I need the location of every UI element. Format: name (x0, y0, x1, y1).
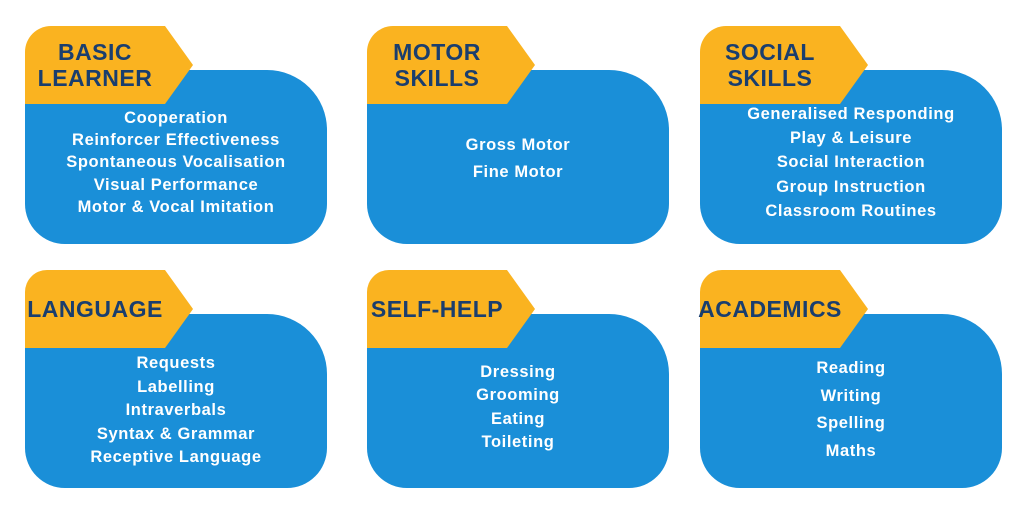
list-item: Gross Motor (465, 136, 571, 154)
card-title: LANGUAGE (27, 296, 163, 322)
list-item: Receptive Language (90, 448, 262, 467)
card-title: SOCIAL SKILLS (725, 39, 815, 91)
list-item: Generalised Responding (747, 105, 955, 123)
list-item: Classroom Routines (765, 201, 937, 220)
card-social-skills: SOCIAL SKILLS Generalised Responding Pla… (700, 26, 1002, 244)
card-self-help: SELF-HELP Dressing Grooming Eating Toile… (367, 270, 669, 488)
list-item: Reading (816, 359, 886, 377)
item-list: Gross Motor Fine Motor (367, 136, 669, 182)
card-title: ACADEMICS (698, 296, 842, 322)
list-item: Writing (820, 386, 882, 405)
list-item: Social Interaction (776, 153, 926, 172)
card-basic-learner: BASIC LEARNER Cooperation Reinforcer Eff… (25, 26, 327, 244)
list-item: Play & Leisure (789, 129, 913, 148)
card-motor-skills: MOTOR SKILLS Gross Motor Fine Motor (367, 26, 669, 244)
card-tab: SELF-HELP (367, 270, 535, 348)
card-academics: ACADEMICS Reading Writing Spelling Maths (698, 270, 1002, 488)
item-list: Cooperation Reinforcer Effectiveness Spo… (25, 109, 327, 217)
card-tab: ACADEMICS (698, 270, 868, 348)
list-item: Spelling (816, 414, 886, 432)
item-list: Generalised Responding Play & Leisure So… (700, 105, 1002, 221)
list-item: Grooming (476, 386, 560, 405)
card-tab: SOCIAL SKILLS (700, 26, 868, 104)
list-item: Motor & Vocal Imitation (77, 197, 275, 216)
list-item: Labelling (137, 377, 215, 396)
item-list: Reading Writing Spelling Maths (700, 359, 1002, 461)
list-item: Requests (136, 354, 216, 372)
list-item: Reinforcer Effectiveness (72, 131, 280, 150)
list-item: Intraverbals (125, 401, 227, 420)
list-item: Maths (825, 441, 877, 460)
card-title: BASIC LEARNER (37, 39, 153, 91)
card-tab: LANGUAGE (25, 270, 193, 348)
list-item: Toileting (481, 433, 555, 452)
card-tab: MOTOR SKILLS (367, 26, 535, 104)
card-tab: BASIC LEARNER (25, 26, 193, 104)
list-item: Group Instruction (776, 177, 926, 196)
list-item: Syntax & Grammar (96, 424, 256, 443)
list-item: Spontaneous Vocalisation (66, 153, 286, 172)
item-list: Requests Labelling Intraverbals Syntax &… (25, 354, 327, 467)
list-item: Fine Motor (472, 163, 564, 181)
list-item: Visual Performance (93, 175, 259, 194)
list-item: Eating (490, 409, 546, 428)
item-list: Dressing Grooming Eating Toileting (367, 363, 669, 452)
list-item: Cooperation (124, 109, 228, 127)
card-language: LANGUAGE Requests Labelling Intraverbals… (25, 270, 327, 488)
card-title: MOTOR SKILLS (393, 39, 481, 91)
card-title: SELF-HELP (370, 296, 504, 322)
list-item: Dressing (480, 363, 556, 381)
